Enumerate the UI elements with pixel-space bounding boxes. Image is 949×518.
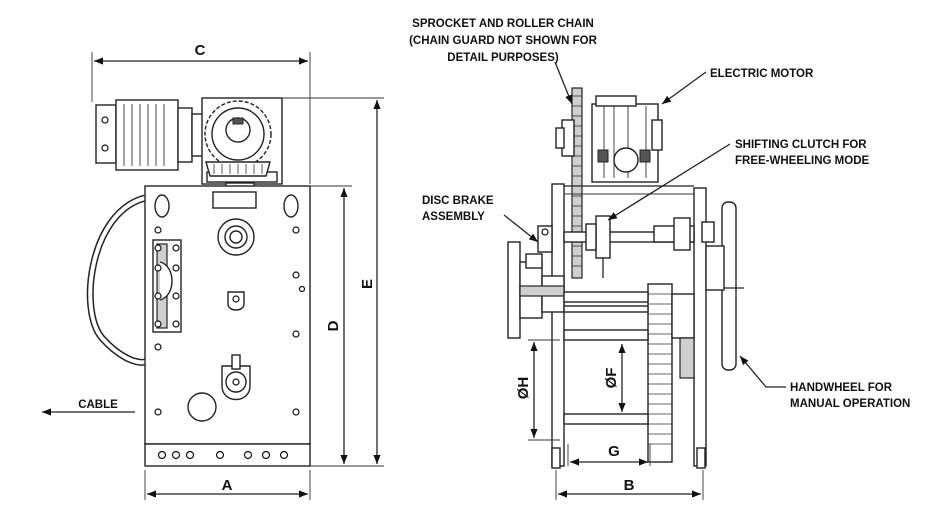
dimension-e: E (282, 97, 384, 467)
dimension-b: B (555, 470, 704, 500)
brake-label-line-1: DISC BRAKE (422, 195, 494, 207)
dim-label-f: ØF (603, 368, 620, 389)
sprocket-label-line-3: DETAIL PURPOSES) (447, 52, 559, 64)
side-clutch (585, 215, 695, 278)
dimension-a: A (144, 470, 311, 500)
sprocket-label-line-2: (CHAIN GUARD NOT SHOWN FOR (409, 35, 598, 47)
brake-callout: DISC BRAKE ASSEMBLY (422, 195, 539, 243)
cable-label: CABLE (78, 399, 118, 411)
brake-label-line-2: ASSEMBLY (422, 211, 485, 223)
side-drum-gear (563, 283, 695, 463)
side-sprocket (555, 87, 583, 279)
dim-label-c: C (195, 42, 206, 59)
handwheel-label-line-2: MANUAL OPERATION (790, 398, 910, 410)
dim-label-g: G (608, 443, 620, 460)
dim-label-d: D (325, 320, 342, 331)
front-gearbox (201, 97, 283, 190)
sprocket-label-line-1: SPROCKET AND ROLLER CHAIN (412, 18, 594, 30)
clutch-label-line-2: FREE-WHEELING MODE (735, 155, 869, 167)
dimension-f: ØF (603, 344, 626, 412)
side-frame (551, 183, 707, 469)
motor-label: ELECTRIC MOTOR (710, 68, 814, 80)
dimension-h: ØH (515, 339, 560, 441)
handwheel-label-line-1: HANDWHEEL FOR (790, 382, 893, 394)
dim-label-h: ØH (515, 377, 532, 400)
handwheel-callout: HANDWHEEL FOR MANUAL OPERATION (739, 355, 910, 410)
sprocket-callout: SPROCKET AND ROLLER CHAIN (CHAIN GUARD N… (409, 18, 598, 105)
cable-loop (86, 194, 147, 366)
clutch-label-line-1: SHIFTING CLUTCH FOR (735, 139, 867, 151)
front-view: A C D E CABLE (42, 42, 384, 500)
side-handwheel (701, 201, 744, 371)
dimension-d: D (310, 185, 352, 467)
motor-callout: ELECTRIC MOTOR (661, 68, 814, 105)
clutch-callout: SHIFTING CLUTCH FOR FREE-WHEELING MODE (607, 139, 869, 221)
side-gearbox (591, 95, 663, 183)
dim-label-b: B (624, 477, 635, 494)
front-motor (95, 99, 205, 171)
side-disc-brake (507, 225, 565, 339)
side-view: SPROCKET AND ROLLER CHAIN (CHAIN GUARD N… (409, 18, 910, 500)
dim-label-a: A (222, 477, 233, 494)
front-housing (144, 185, 311, 467)
dimension-g: G (567, 443, 651, 466)
dim-label-e: E (359, 279, 376, 289)
dimension-c: C (91, 42, 311, 184)
cable-callout: CABLE (42, 399, 135, 416)
